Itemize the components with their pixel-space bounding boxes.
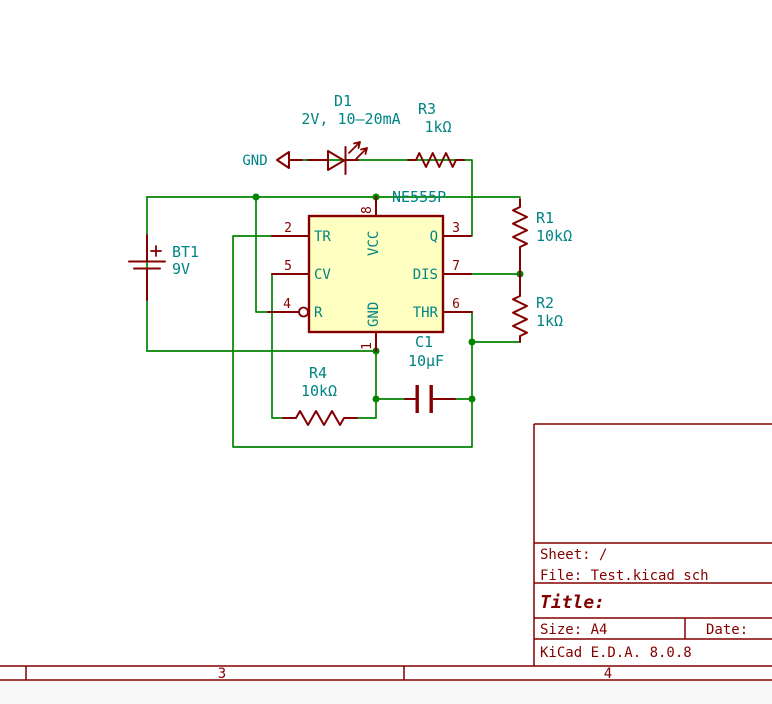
page-margin-area [0, 681, 772, 704]
title-block: Sheet: / File: Test.kicad_sch Title: Siz… [533, 423, 772, 666]
junction-dot[interactable] [468, 338, 476, 346]
pin-name-q: Q [430, 229, 438, 245]
frame-column-3: 3 [218, 666, 226, 682]
ic-ne555p[interactable]: 2 5 4 3 7 6 8 1 TR CV R Q DIS THR VCC GN… [267, 188, 473, 352]
frame-column-4: 4 [604, 666, 612, 682]
r3-zigzag[interactable] [407, 152, 465, 168]
d1-value[interactable]: 2V, 10–20mA [301, 110, 400, 128]
wire-reset-pin[interactable] [255, 196, 269, 313]
r2-zigzag[interactable] [512, 273, 528, 343]
wires[interactable] [146, 159, 521, 448]
battery-bt1[interactable]: BT1 9V [128, 234, 199, 301]
bt1-ref[interactable]: BT1 [172, 243, 199, 261]
pin-name-r: R [314, 305, 323, 321]
c1-plate-left[interactable] [415, 385, 419, 413]
r1-ref[interactable]: R1 [536, 209, 554, 227]
wire-cv-to-r4[interactable] [271, 273, 284, 419]
pin-name-cv: CV [314, 267, 331, 283]
wire-r4-to-gnd[interactable] [351, 350, 377, 419]
pin-number-2: 2 [284, 221, 292, 236]
sheet-frame: 3 4 [0, 665, 772, 682]
resistor-r2[interactable]: R2 1kΩ [512, 273, 563, 343]
r4-zigzag[interactable] [282, 410, 358, 426]
pin-number-5: 5 [284, 259, 292, 274]
pin-name-gnd: GND [366, 302, 382, 327]
ic-pin4-invert-circle-icon [298, 306, 309, 318]
ic-value[interactable]: NE555P [392, 188, 446, 206]
d1-ref[interactable]: D1 [334, 92, 352, 110]
r2-value[interactable]: 1kΩ [536, 312, 563, 330]
pin-number-1: 1 [360, 342, 375, 350]
bt1-value[interactable]: 9V [172, 260, 190, 278]
gnd-label[interactable]: GND [242, 153, 267, 169]
date-field: Date: [706, 622, 748, 638]
pin-number-8: 8 [360, 206, 375, 214]
pin-number-7: 7 [452, 259, 460, 274]
resistor-r4[interactable]: R4 10kΩ [282, 364, 358, 426]
r3-value[interactable]: 1kΩ [424, 118, 451, 136]
r4-value[interactable]: 10kΩ [301, 382, 337, 400]
c1-value[interactable]: 10µF [408, 352, 444, 370]
pin-number-6: 6 [452, 297, 460, 312]
wire-trigger-loop[interactable] [232, 235, 473, 448]
resistor-r1[interactable]: R1 10kΩ [512, 198, 572, 273]
pin-name-dis: DIS [413, 267, 438, 283]
sheet-field: Sheet: / [540, 547, 607, 563]
led-d1[interactable]: D1 2V, 10–20mA [301, 92, 401, 175]
led-emission-arrows-icon [348, 141, 368, 160]
junction-dot[interactable] [252, 193, 260, 201]
c1-ref[interactable]: C1 [415, 333, 433, 351]
size-field: Size: A4 [540, 622, 607, 638]
r2-ref[interactable]: R2 [536, 294, 554, 312]
file-field: File: Test.kicad_sch [540, 568, 709, 584]
junction-dot[interactable] [372, 395, 380, 403]
c1-plate-right[interactable] [429, 385, 433, 413]
r4-ref[interactable]: R4 [309, 364, 327, 382]
title-field: Title: [540, 592, 605, 613]
r1-value[interactable]: 10kΩ [536, 227, 572, 245]
pin-number-4: 4 [283, 297, 291, 312]
led-triangle-icon[interactable] [327, 150, 345, 171]
pin-name-thr: THR [413, 305, 439, 321]
pin-name-tr: TR [314, 229, 331, 245]
pin-name-vcc: VCC [366, 231, 382, 256]
gnd-power-symbol[interactable]: GND [242, 151, 303, 169]
bt1-plus-icon [150, 245, 162, 257]
pin-number-3: 3 [452, 221, 460, 236]
resistor-r3[interactable]: R3 1kΩ [407, 100, 465, 168]
r1-zigzag[interactable] [512, 198, 528, 273]
r3-ref[interactable]: R3 [418, 100, 436, 118]
capacitor-c1[interactable]: C1 10µF [404, 333, 456, 413]
gnd-arrow-icon[interactable] [276, 151, 290, 169]
generator-field: KiCad E.D.A. 8.0.8 [540, 645, 692, 661]
junction-dot[interactable] [468, 395, 476, 403]
